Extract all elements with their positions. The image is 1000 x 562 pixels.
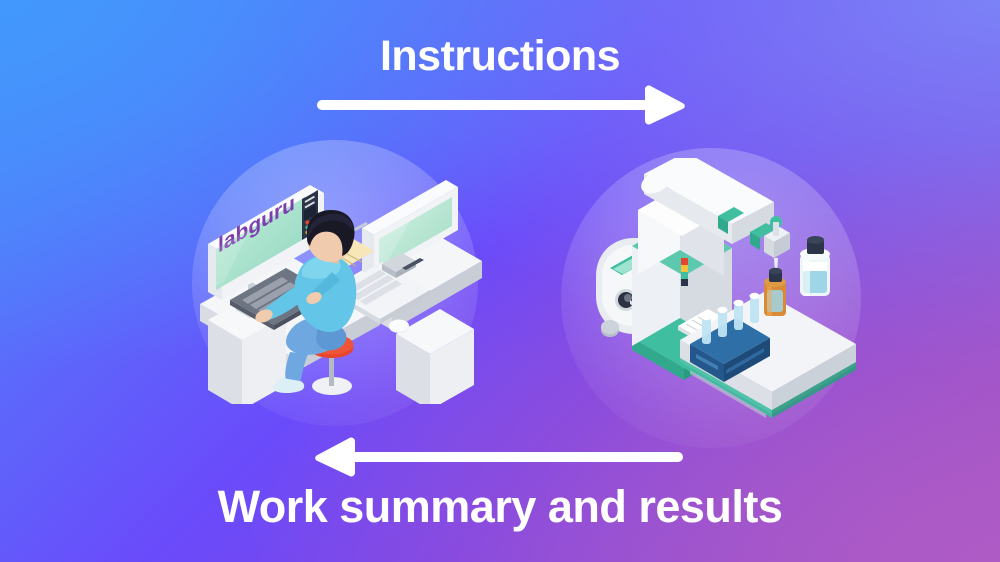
test-tube-rack <box>690 292 770 382</box>
lab-robot-illustration <box>596 158 856 418</box>
work-summary-label: Work summary and results <box>217 481 783 532</box>
amber-vial <box>764 267 786 316</box>
robot-arm <box>641 158 790 311</box>
scientist-figure <box>255 210 357 393</box>
instructions-label: Instructions <box>379 32 621 80</box>
scientist-workstation-illustration: labguru <box>200 180 482 404</box>
instructions-arrow-icon <box>317 85 685 125</box>
blue-bottle <box>800 236 830 296</box>
results-arrow-icon <box>315 437 683 477</box>
